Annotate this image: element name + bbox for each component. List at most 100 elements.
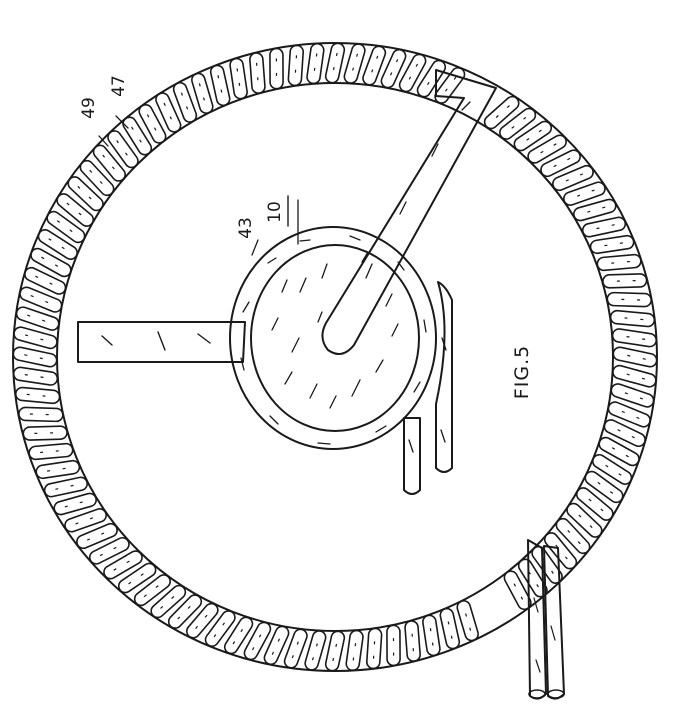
coil-stipple [30, 294, 34, 298]
coil-turn [324, 630, 346, 672]
coil-stipple [578, 514, 582, 518]
coil-stipple [621, 410, 625, 414]
coil-stipple [116, 140, 119, 144]
coil-stipple [89, 517, 94, 520]
coil-stipple [102, 154, 106, 158]
coil-stipple [335, 643, 338, 648]
coil-turn [606, 291, 652, 308]
coil-stipple [66, 202, 70, 206]
coil-stipple [180, 92, 183, 96]
coil-stipple [77, 185, 81, 189]
coil-turn [12, 346, 58, 368]
coil-stipple [24, 334, 29, 337]
coil-turn [422, 614, 441, 657]
coil-turn [249, 52, 266, 94]
coil-stipple [332, 66, 335, 71]
coil-stipple [626, 373, 630, 376]
coil-stipple [27, 314, 31, 317]
coil-stipple [169, 116, 172, 120]
coil-lead-wires [527, 539, 565, 700]
coil-stipple [469, 627, 472, 631]
coil-stipple [296, 641, 299, 645]
coil-stipple [450, 635, 453, 639]
coil-stipple [54, 264, 59, 267]
coil-stipple [540, 150, 544, 154]
coil-stipple [589, 525, 593, 529]
coil-turn [269, 47, 284, 90]
coil-stipple [587, 210, 591, 213]
coil-stipple [78, 212, 82, 216]
coil-stipple [596, 227, 600, 230]
coil-stipple [371, 69, 374, 73]
coil-stipple [126, 560, 130, 564]
coil-stipple [61, 246, 65, 250]
coil-stipple [618, 473, 622, 476]
coil-stipple [198, 83, 201, 87]
coil-stipple [291, 655, 294, 659]
coil-stipple [64, 505, 68, 508]
coil-turn [439, 607, 461, 650]
coil-stipple [99, 180, 103, 185]
coil-stipple [511, 126, 515, 129]
coil-turn [209, 64, 231, 107]
coil-stipple [79, 501, 83, 504]
coil-stipple [86, 538, 91, 541]
coil-stipple [222, 622, 225, 626]
coil-turn [611, 328, 658, 348]
coil-stipple [41, 256, 45, 260]
coil-turn [456, 600, 479, 642]
coil-stipple [526, 138, 530, 141]
coil-stipple [513, 583, 517, 587]
coil-turn [306, 42, 325, 85]
coil-turn [14, 386, 61, 405]
coil-stipple [217, 75, 220, 79]
coil-stipple [591, 189, 595, 192]
coil-stipple [395, 59, 399, 63]
coil-stipple [128, 581, 132, 585]
coil-stipple [597, 481, 601, 485]
coil-stipple [445, 88, 448, 92]
coil-stipple [56, 220, 61, 223]
coil-stipple [600, 508, 604, 512]
coil-stipple [240, 628, 244, 633]
coil-stipple [553, 143, 557, 146]
sleeve-hatching [240, 235, 427, 445]
coil-stipple [177, 616, 181, 620]
coil-turn [366, 627, 383, 670]
coil-stipple [315, 643, 318, 647]
coil-stipple [565, 179, 569, 182]
left-spoke [77, 321, 246, 363]
coil-stipple [195, 625, 198, 629]
coil-stipple [588, 498, 592, 502]
coil-turn [345, 629, 364, 672]
coil-stipple [171, 596, 175, 599]
coil-stipple [143, 594, 147, 598]
coil-stipple [153, 127, 157, 131]
diagonal-arm [321, 69, 497, 355]
coil-stipple [624, 392, 628, 395]
core-hatching [271, 251, 399, 409]
coil-stipple [35, 275, 39, 279]
coil-turn [18, 406, 64, 423]
coil-stipple [277, 638, 281, 642]
coil-stipple [453, 76, 457, 80]
coil-stipple [617, 429, 621, 432]
coil-stipple [311, 657, 314, 661]
coil-turn [609, 309, 656, 328]
coil-turn [386, 624, 401, 667]
coil-stipple [611, 224, 615, 226]
coil-turn [602, 273, 648, 289]
coil-turn [28, 442, 74, 461]
coil-stipple [579, 173, 584, 176]
coil-stipple [42, 319, 46, 322]
coil-stipple [88, 196, 92, 200]
label-49: 49 [79, 97, 99, 119]
coil-stipple [163, 102, 166, 107]
coil-stipple [520, 596, 524, 600]
coil-turn [12, 366, 59, 386]
coil-stipple [220, 89, 223, 93]
coil-stipple [376, 55, 379, 59]
coil-stipple [627, 354, 631, 357]
coil-stipple [465, 613, 468, 617]
coil-turn [35, 459, 81, 480]
